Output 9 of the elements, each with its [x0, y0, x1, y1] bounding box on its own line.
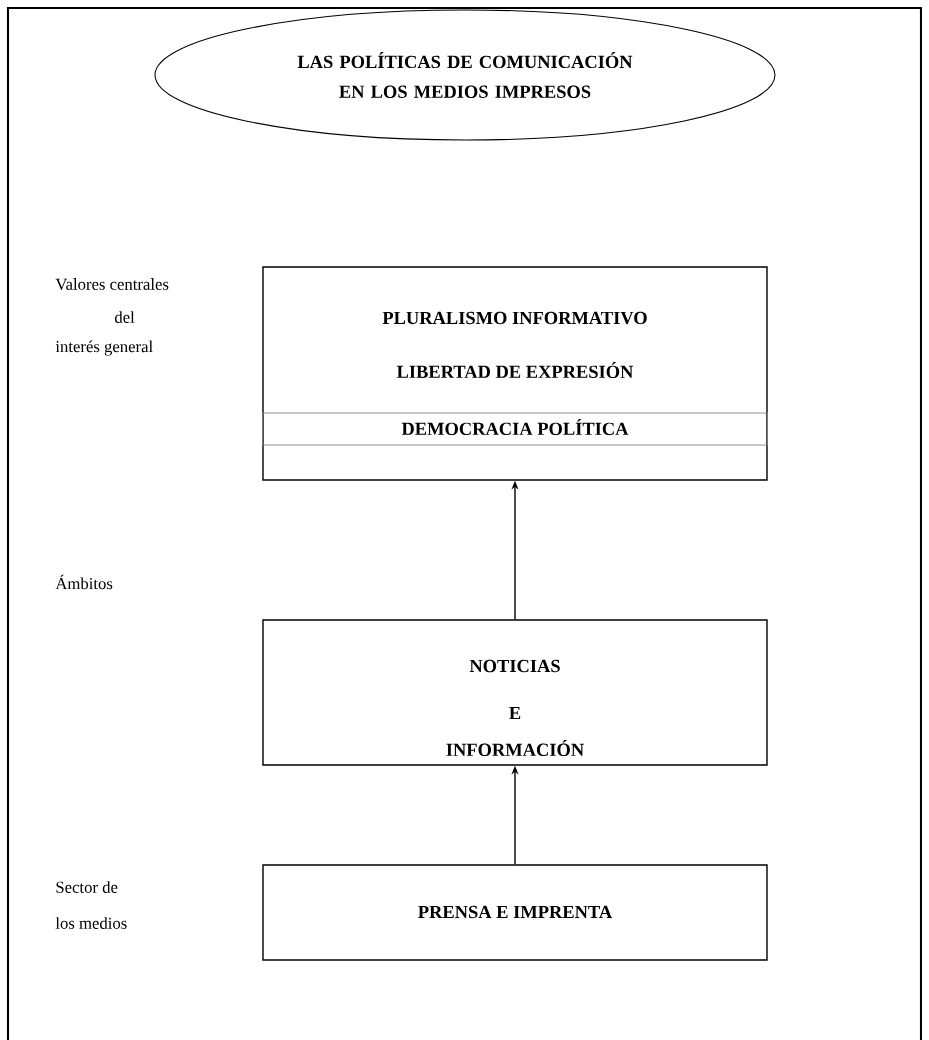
- side-label: Sector de: [56, 881, 118, 893]
- side-label: del: [114, 311, 135, 323]
- side-label: Valores centrales: [55, 278, 169, 290]
- process-box: PRENSA E IMPRENTA: [262, 864, 768, 961]
- side-label: Ámbitos: [55, 574, 113, 590]
- band-box: DEMOCRACIA POLÍTICA: [262, 412, 768, 446]
- side-label: los medios: [55, 917, 127, 929]
- process-box: NOTICIAS E INFORMACIÓN: [262, 619, 768, 766]
- side-label: interés general: [55, 340, 153, 356]
